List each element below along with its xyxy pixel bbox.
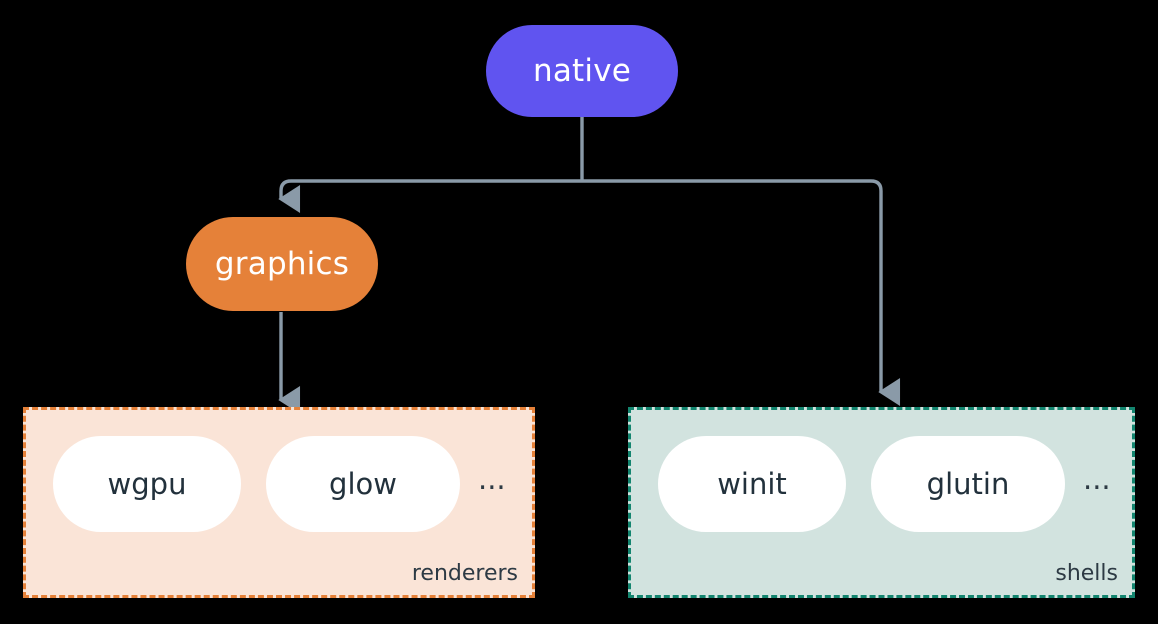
renderers-overflow-ellipsis: ... xyxy=(478,462,506,496)
edge-native-to-graphics xyxy=(278,179,582,213)
leaf-node-glow[interactable]: glow xyxy=(266,436,460,532)
edge-native-to-shells xyxy=(582,179,901,406)
group-shells: winit glutin ... shells xyxy=(628,407,1135,598)
leaf-node-glutin[interactable]: glutin xyxy=(871,436,1065,532)
leaf-node-winit[interactable]: winit xyxy=(658,436,846,532)
node-native[interactable]: native xyxy=(486,25,678,117)
node-graphics-label: graphics xyxy=(214,246,350,282)
group-renderers: wgpu glow ... renderers xyxy=(23,407,535,598)
shells-overflow-ellipsis: ... xyxy=(1083,462,1111,496)
renderers-item-row: wgpu glow ... xyxy=(53,436,506,532)
leaf-node-glutin-label: glutin xyxy=(926,467,1010,501)
group-shells-label: shells xyxy=(1055,561,1118,586)
leaf-node-winit-label: winit xyxy=(717,467,787,501)
node-graphics[interactable]: graphics xyxy=(186,217,378,311)
leaf-node-wgpu-label: wgpu xyxy=(107,467,187,501)
leaf-node-glow-label: glow xyxy=(329,467,397,501)
group-renderers-label: renderers xyxy=(411,561,518,586)
node-native-label: native xyxy=(532,53,632,89)
leaf-node-wgpu[interactable]: wgpu xyxy=(53,436,241,532)
shells-item-row: winit glutin ... xyxy=(658,436,1111,532)
